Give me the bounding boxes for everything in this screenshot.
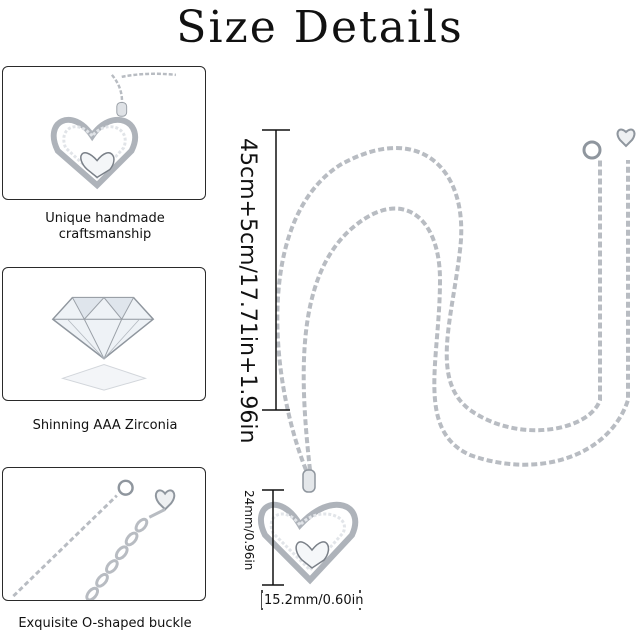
feature-card-zirconia xyxy=(2,267,206,401)
heart-pendant-icon xyxy=(257,501,359,585)
feature-caption: Shinning AAA Zirconia xyxy=(32,418,178,433)
chain-outer xyxy=(275,146,602,471)
chain-inner xyxy=(301,160,630,471)
page-title: Size Details xyxy=(176,2,464,53)
pendant-width-label: 15.2mm/0.60in xyxy=(262,593,366,608)
feature-card-buckle xyxy=(2,467,206,601)
feature-caption: Exquisite O-shaped buckle xyxy=(18,616,192,631)
heart-charm-icon xyxy=(616,128,636,148)
chain-clasp-icon xyxy=(12,479,176,600)
diamond-gem-icon xyxy=(51,296,155,391)
pendant-height-label: 24mm/0.96in xyxy=(242,490,256,571)
clasp-ring-icon xyxy=(582,140,602,160)
feature-card-craftsmanship xyxy=(2,66,206,200)
heart-pendant-icon xyxy=(50,72,177,190)
chain-length-label: 45cm+5cm/17.71in+1.96in xyxy=(235,138,260,444)
feature-caption: Unique handmade craftsmanship xyxy=(45,211,165,242)
